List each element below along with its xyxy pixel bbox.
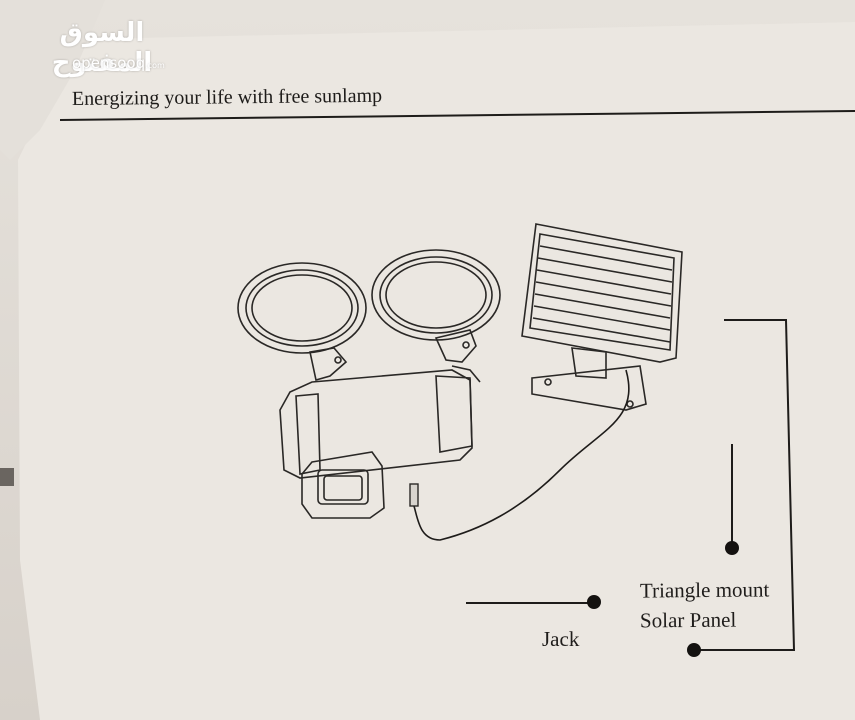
watermark-latin-suffix: .com bbox=[145, 61, 165, 70]
solar-panel-illustration bbox=[521, 223, 683, 411]
cable bbox=[413, 369, 630, 541]
opensooq-watermark: السوق المفتوح opensooq.com bbox=[22, 18, 182, 78]
manual-heading: Energizing your life with free sunlamp bbox=[71, 84, 383, 110]
motion-sensor bbox=[301, 451, 385, 519]
desk-edge bbox=[0, 468, 14, 486]
jack-plug bbox=[409, 483, 419, 507]
label-triangle-mount: Triangle mount bbox=[639, 577, 770, 603]
lamp-head-left bbox=[237, 262, 367, 382]
label-solar-panel: Solar Panel bbox=[639, 607, 737, 633]
lamp-head-right bbox=[371, 249, 501, 363]
watermark-arabic-text: السوق المفتوح bbox=[51, 18, 153, 78]
callout-dots bbox=[587, 541, 739, 657]
watermark-latin-text: opensooq.com bbox=[72, 54, 165, 72]
heading-rule bbox=[59, 110, 855, 121]
watermark-latin-name: opensooq bbox=[72, 54, 146, 72]
label-jack: Jack bbox=[542, 627, 580, 651]
callout-lines bbox=[466, 319, 796, 651]
folded-paper-corner bbox=[0, 0, 105, 160]
